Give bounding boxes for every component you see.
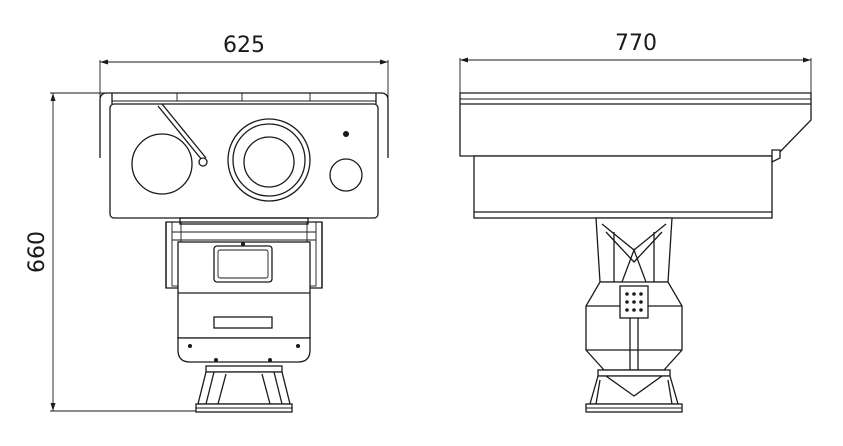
front-view [99, 92, 389, 413]
front-sunshield [99, 92, 389, 158]
side-base [585, 369, 683, 413]
indicator-dot [343, 131, 349, 137]
side-view [459, 92, 812, 413]
wiper [157, 103, 208, 167]
front-base [195, 365, 293, 413]
side-ptz-body [585, 281, 683, 371]
height-label: 660 [25, 231, 50, 273]
side-width-label: 770 [615, 31, 657, 56]
main-lens [227, 118, 311, 202]
front-ptz-body [177, 241, 311, 363]
laser-lens-window [329, 158, 363, 192]
thermal-lens-window [131, 133, 193, 195]
dimension-side-width: 770 [459, 31, 812, 95]
dimension-height: 660 [25, 92, 200, 412]
front-width-label: 625 [223, 33, 265, 58]
dimension-front-width: 625 [99, 33, 389, 158]
side-housing [459, 92, 812, 219]
side-yoke [595, 217, 673, 283]
